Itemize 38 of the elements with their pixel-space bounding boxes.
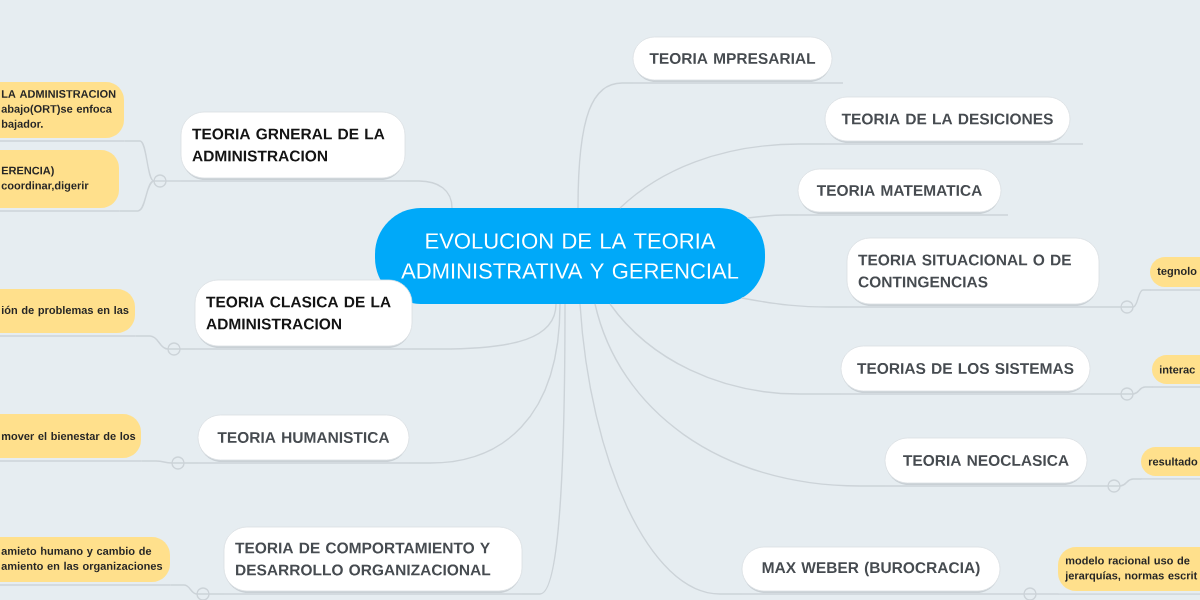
connector-line [123,140,155,182]
subtopic-box: interac [1152,355,1200,384]
subtopic-box: ión de problemas en las [0,289,135,333]
connector-line [1086,478,1142,487]
topic-box: TEORIA CLASICA DE LA ADMINISTRACION [194,279,413,348]
topic-box: TEORIA DE COMPORTAMIENTO Y DESARROLLO ORGANIZACIONAL [223,526,523,593]
subtopic-box: mover el bienestar de los [0,414,141,458]
connector-line [1098,289,1151,308]
connector-line [579,303,743,595]
topic-box: TEORIA DE LA DESICIONES [824,96,1071,143]
connector-line [746,214,799,219]
connector-line [619,143,826,209]
topic-box: TEORIAS DE LOS SISTEMAS [840,345,1091,393]
connector-line [408,303,561,464]
connector-line [609,303,842,395]
connector-line [118,180,155,212]
subtopic-box: resultado [1141,447,1200,476]
connector-line [521,303,566,595]
topic-box: MAX WEBER (BUROCRACIA) [741,546,1001,593]
subtopic-box: tegnolo [1150,257,1200,287]
connector-line [404,180,453,209]
subtopic-box: modelo racional uso de jerarquías, normas escrit [1058,547,1200,591]
connector-line [169,584,225,595]
connector-line [594,303,886,487]
connector-line [411,303,557,350]
topic-box: TEORIA NEOCLASICA [884,437,1088,485]
topic-box: TEORIA MATEMATICA [797,168,1002,214]
topic-box: TEORIA HUMANISTICA [197,414,410,462]
topic-box: TEORIA SITUACIONAL O DE CONTINGENCIAS [846,237,1100,306]
connector-line [577,82,634,209]
subtopic-box: ERENCIA) coordinar,digerir [0,150,119,208]
subtopic-box: LA ADMINISTRACION abajo(ORT)se enfoca bajador. [0,82,124,138]
subtopic-box: amieto humano y cambio de amiento en las organizaciones [0,537,170,582]
connector-line [134,335,196,350]
connector-line [741,297,848,308]
connector-line [1089,386,1153,395]
topic-box: TEORIA MPRESARIAL [632,36,833,82]
topic-box: TEORIA GRNERAL DE LA ADMINISTRACION [180,111,406,180]
